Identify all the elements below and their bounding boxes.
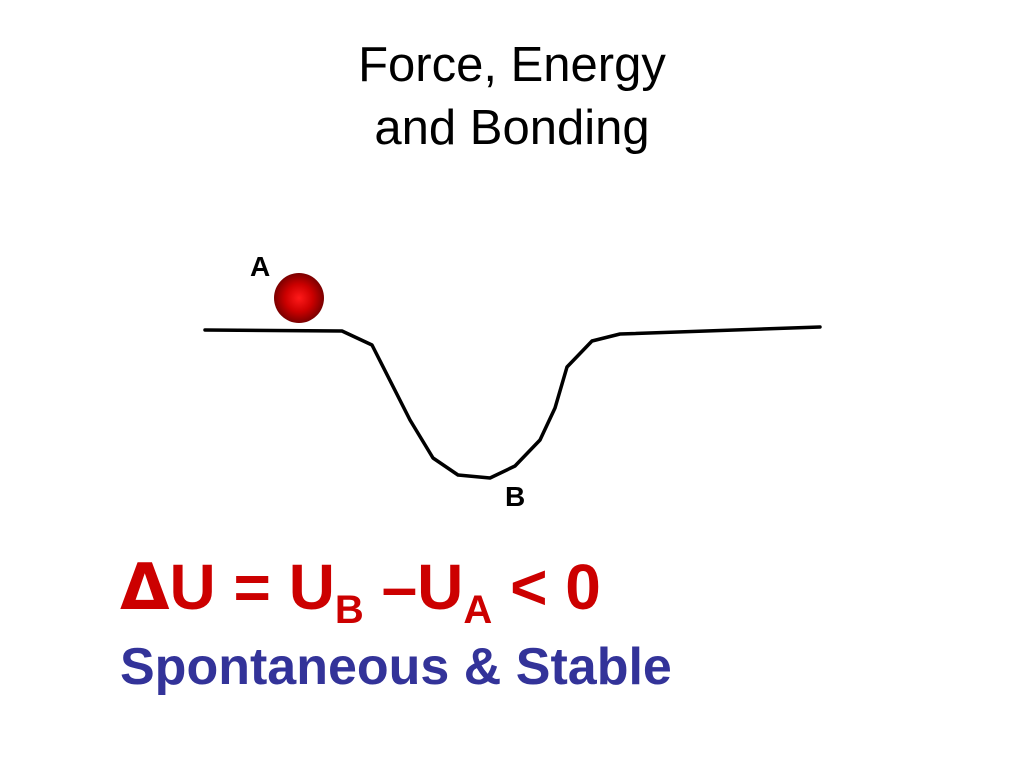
caption-spontaneous-stable: Spontaneous & Stable <box>120 638 672 696</box>
equation-equals-u: = U <box>215 551 335 623</box>
equation-less-than-zero: < 0 <box>492 551 601 623</box>
title-line-1: Force, Energy <box>358 38 666 92</box>
label-point-b: B <box>505 481 526 512</box>
equation-minus-u: –U <box>363 551 464 623</box>
energy-equation: ΔU = UB –UA < 0 <box>120 550 601 630</box>
ball <box>274 273 324 323</box>
subscript-a: A <box>463 588 493 632</box>
slide-title: Force, Energy and Bonding <box>0 34 1024 160</box>
title-line-2: and Bonding <box>374 101 650 155</box>
energy-well-curve <box>203 325 822 480</box>
equation-u: U <box>169 551 216 623</box>
delta-symbol: Δ <box>120 551 170 625</box>
subscript-b: B <box>334 588 364 632</box>
label-point-a: A <box>250 251 271 282</box>
